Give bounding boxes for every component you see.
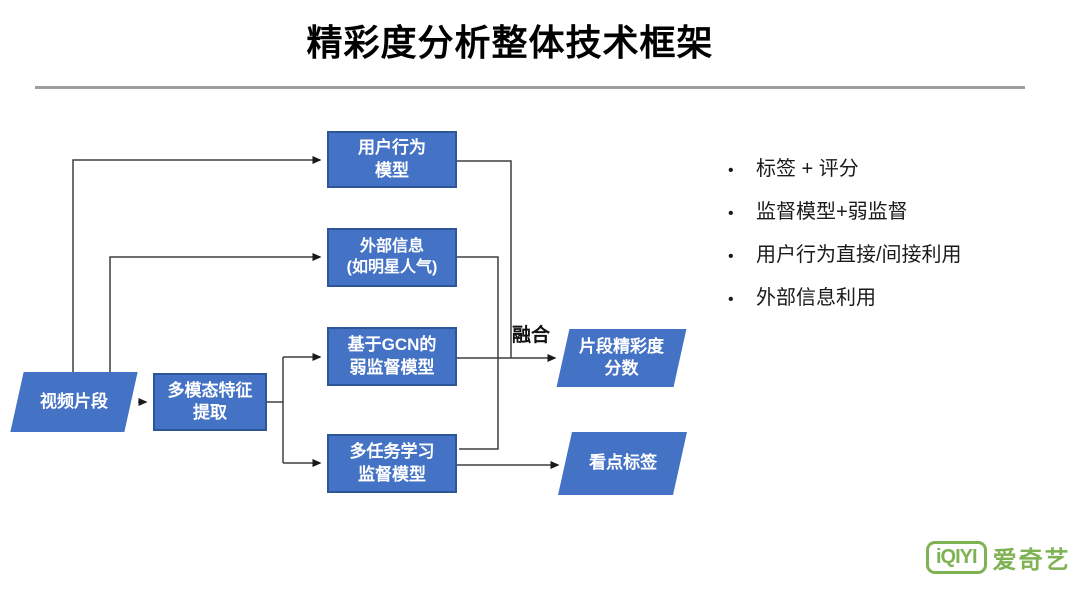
bullet-icon: •	[728, 162, 734, 179]
list-item: • 用户行为直接/间接利用	[728, 238, 1048, 281]
title-divider	[35, 86, 1025, 89]
node-video-clip-label: 视频片段	[40, 391, 108, 411]
node-external-info: 外部信息 (如明星人气)	[327, 228, 457, 287]
list-item: • 标签 + 评分	[728, 152, 1048, 195]
node-highlight-score-label: 片段精彩度 分数	[579, 336, 664, 378]
bullet-text: 监督模型+弱监督	[756, 201, 908, 223]
page-title: 精彩度分析整体技术框架	[306, 22, 714, 63]
list-item: • 监督模型+弱监督	[728, 195, 1048, 238]
node-gcn-weak-model: 基于GCN的 弱监督模型	[327, 327, 457, 386]
bullet-icon: •	[728, 291, 734, 308]
node-gcn-weak-model-label: 基于GCN的 弱监督模型	[347, 335, 437, 377]
node-feature-extraction-label: 多模态特征 提取	[167, 380, 253, 422]
bullet-list: • 标签 + 评分 • 监督模型+弱监督 • 用户行为直接/间接利用 • 外部信…	[728, 152, 1048, 324]
bullet-icon: •	[728, 205, 734, 222]
node-multitask-model: 多任务学习 监督模型	[327, 434, 457, 493]
node-feature-extraction: 多模态特征 提取	[153, 373, 267, 431]
iqiyi-logo-icon: iQIYI	[926, 541, 987, 574]
node-highlight-tag: 看点标签	[558, 432, 687, 495]
node-multitask-model-label: 多任务学习 监督模型	[349, 442, 435, 484]
iqiyi-logo: iQIYI 爱奇艺	[926, 540, 1071, 575]
fusion-label: 融合	[512, 325, 551, 346]
node-user-behavior-model-label: 用户行为 模型	[358, 138, 426, 180]
node-highlight-score: 片段精彩度 分数	[556, 329, 687, 387]
bullet-text: 用户行为直接/间接利用	[756, 244, 962, 266]
node-user-behavior-model: 用户行为 模型	[327, 131, 457, 188]
bullet-text: 标签 + 评分	[756, 158, 859, 180]
list-item: • 外部信息利用	[728, 281, 1048, 324]
node-external-info-label: 外部信息 (如明星人气)	[346, 237, 438, 276]
bullet-text: 外部信息利用	[756, 287, 876, 309]
node-video-clip: 视频片段	[10, 372, 138, 432]
iqiyi-wordmark: 爱奇艺	[992, 547, 1071, 574]
node-highlight-tag-label: 看点标签	[588, 453, 657, 473]
bullet-icon: •	[728, 248, 734, 265]
